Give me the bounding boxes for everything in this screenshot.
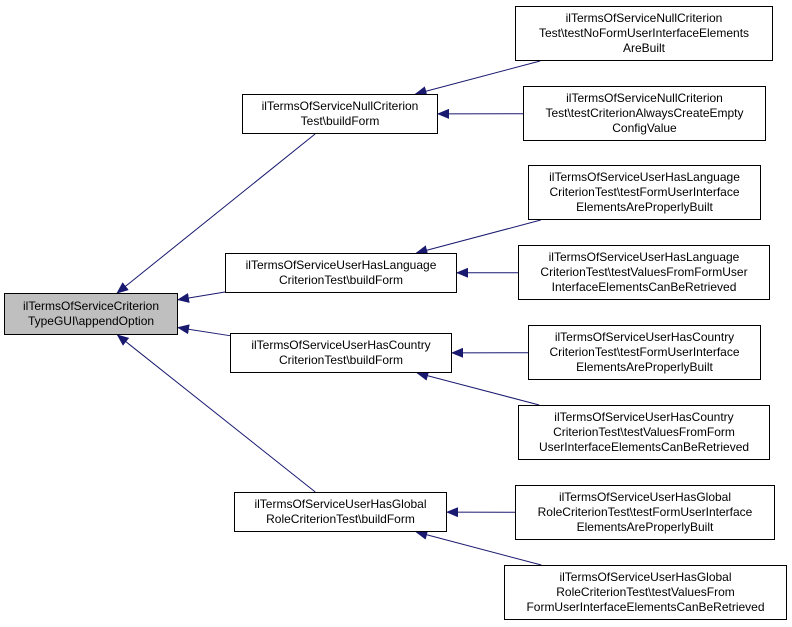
node-test-criterion-empty-config[interactable]: ilTermsOfServiceNullCriterion Test\testC…	[523, 86, 766, 141]
node-label: ilTermsOfServiceUserHasCountry Criterion…	[549, 330, 740, 374]
edge-m3-to-root	[177, 324, 231, 337]
node-country-criterion-build-form[interactable]: ilTermsOfServiceUserHasCountry Criterion…	[230, 333, 452, 373]
node-label: ilTermsOfServiceNullCriterion Test\testC…	[545, 91, 744, 135]
node-label: ilTermsOfServiceUserHasCountry Criterion…	[251, 338, 431, 367]
node-label: ilTermsOfServiceUserHasGlobal RoleCriter…	[254, 497, 427, 526]
edge-m2-to-root	[177, 291, 226, 303]
edge-m1-to-root	[116, 133, 316, 294]
edge-r3-to-m2	[415, 219, 541, 256]
node-label: ilTermsOfServiceUserHasGlobal RoleCriter…	[526, 570, 765, 614]
node-test-no-form-elements-built[interactable]: ilTermsOfServiceNullCriterion Test\testN…	[515, 6, 773, 61]
node-test-global-role-form-built[interactable]: ilTermsOfServiceUserHasGlobal RoleCriter…	[515, 485, 775, 540]
node-test-language-values-retrieved[interactable]: ilTermsOfServiceUserHasLanguage Criterio…	[518, 245, 770, 300]
node-label: ilTermsOfServiceCriterion TypeGUI\append…	[22, 299, 160, 328]
edge-r1-to-m1	[414, 60, 541, 97]
node-test-global-role-values-retrieved[interactable]: ilTermsOfServiceUserHasGlobal RoleCriter…	[504, 565, 787, 620]
node-language-criterion-build-form[interactable]: ilTermsOfServiceUserHasLanguage Criterio…	[225, 253, 457, 293]
node-label: ilTermsOfServiceUserHasLanguage Criterio…	[245, 258, 437, 287]
node-label: ilTermsOfServiceUserHasLanguage Criterio…	[540, 250, 748, 294]
node-test-country-values-retrieved[interactable]: ilTermsOfServiceUserHasCountry Criterion…	[518, 405, 770, 460]
node-root-append-option[interactable]: ilTermsOfServiceCriterion TypeGUI\append…	[4, 293, 178, 335]
node-global-role-criterion-build-form[interactable]: ilTermsOfServiceUserHasGlobal RoleCriter…	[234, 492, 447, 532]
edge-m4-to-root	[116, 334, 316, 493]
node-test-language-form-built[interactable]: ilTermsOfServiceUserHasLanguage Criterio…	[528, 165, 761, 220]
node-label: ilTermsOfServiceNullCriterion Test\testN…	[538, 11, 750, 55]
edge-r6-to-m3	[416, 370, 540, 406]
node-label: ilTermsOfServiceUserHasCountry Criterion…	[538, 410, 750, 454]
edge-r8-to-m4	[415, 529, 542, 566]
node-label: ilTermsOfServiceNullCriterion Test\build…	[261, 99, 419, 128]
node-null-criterion-build-form[interactable]: ilTermsOfServiceNullCriterion Test\build…	[242, 94, 438, 134]
node-label: ilTermsOfServiceUserHasLanguage Criterio…	[549, 170, 740, 214]
node-test-country-form-built[interactable]: ilTermsOfServiceUserHasCountry Criterion…	[528, 325, 761, 380]
node-label: ilTermsOfServiceUserHasGlobal RoleCriter…	[537, 490, 753, 534]
